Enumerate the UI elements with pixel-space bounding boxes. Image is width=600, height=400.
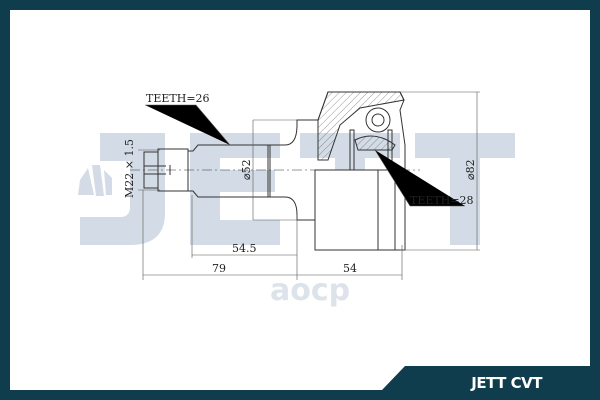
white-panel (10, 10, 590, 390)
dia-housing-label: ⌀82 (464, 159, 477, 180)
dimension-lines (138, 91, 480, 280)
teeth-outer-label: TEETH=26 (146, 92, 210, 105)
len-shaft-label: 54.5 (232, 242, 257, 255)
jett-watermark-logo (78, 133, 515, 245)
cv-joint-outline (130, 91, 420, 251)
teeth-inner-label: TEETH=28 (410, 194, 474, 207)
dia-shaft-label: ⌀52 (240, 159, 253, 180)
len-housing-label: 54 (343, 262, 357, 275)
thread-label: M22 × 1.5 (123, 139, 136, 198)
len-total-shaft-label: 79 (212, 262, 226, 275)
brand-label: JETT CVT (471, 374, 542, 392)
aocp-watermark: aocp (270, 273, 350, 308)
